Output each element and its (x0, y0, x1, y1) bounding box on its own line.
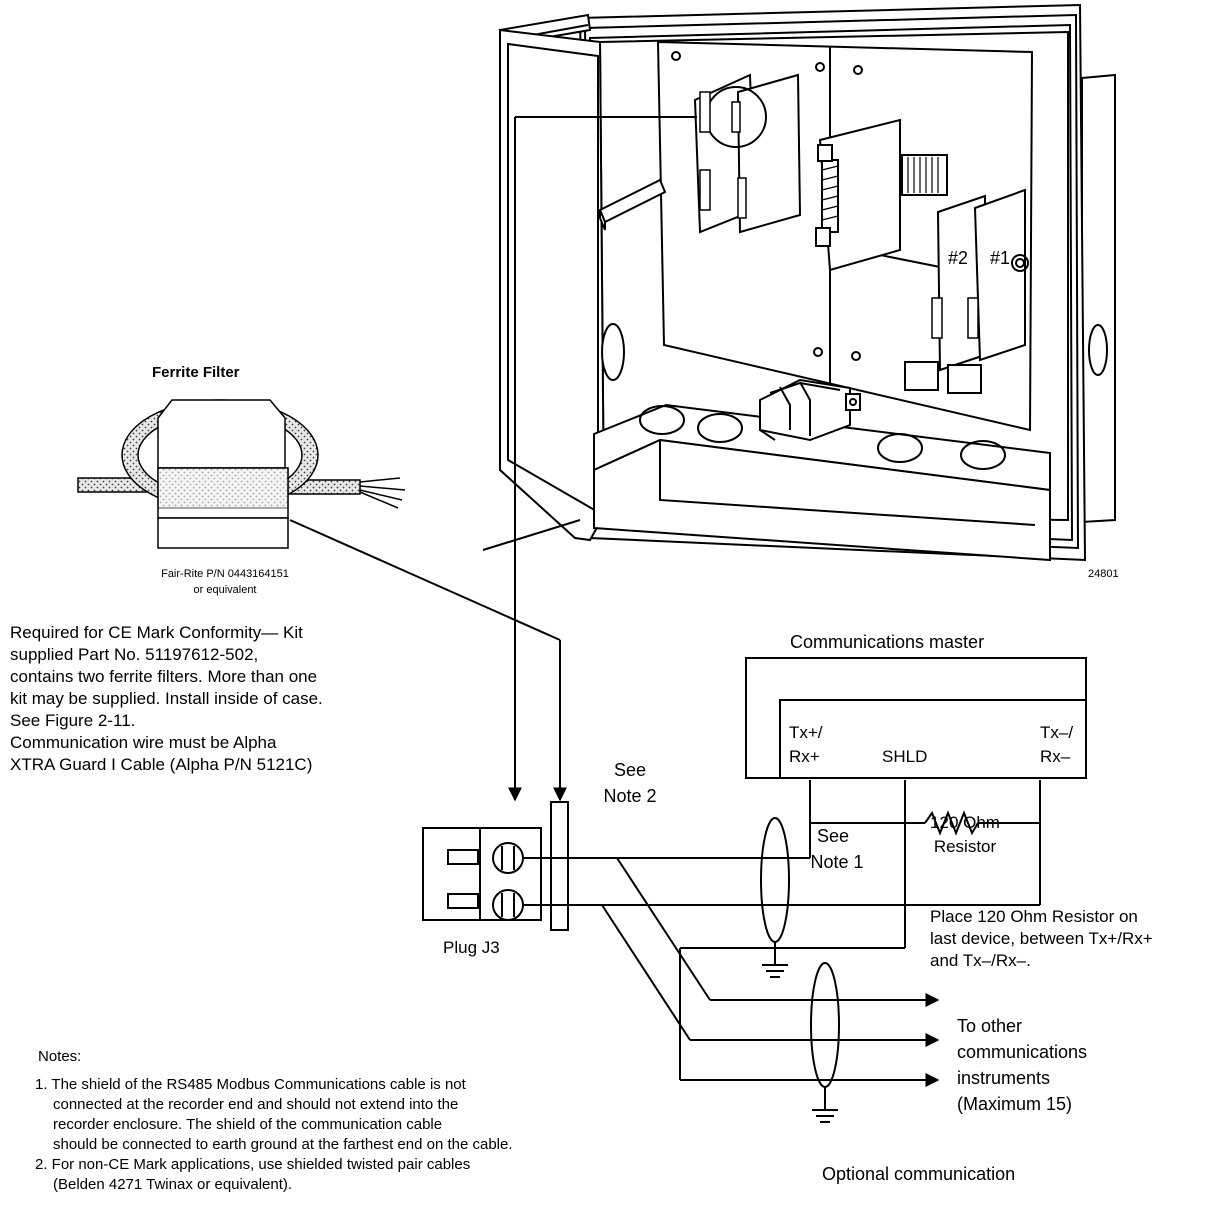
ce-note-line: Communication wire must be Alpha (10, 733, 277, 752)
communications-master-box (745, 657, 1087, 779)
ce-note: Required for CE Mark Conformity— Kit sup… (10, 622, 323, 776)
note-line: should be connected to earth ground at t… (53, 1136, 513, 1153)
master-txrx-minus-1: Tx–/ (1040, 723, 1074, 742)
to-other-line3: instruments (957, 1068, 1051, 1088)
notes-heading: Notes: (38, 1048, 82, 1065)
resistor-label-2: Resistor (933, 837, 997, 856)
place-resistor-line: Place 120 Ohm Resistor on (930, 907, 1138, 926)
cable-lines (289, 116, 697, 802)
ce-note-line: contains two ferrite filters. More than … (10, 667, 318, 686)
see-note2-line2: Note 2 (603, 786, 657, 806)
ferrite-title: Ferrite Filter (152, 364, 240, 381)
see-note1-line2: Note 1 (810, 852, 864, 872)
recorder-enclosure (498, 3, 1116, 562)
see-note2-line1: See (613, 760, 647, 780)
ce-note-line: supplied Part No. 51197612-502, (10, 645, 259, 664)
master-txrx-plus-1: Tx+/ (789, 723, 823, 742)
plug-j3 (422, 801, 569, 931)
master-shld: SHLD (882, 747, 928, 766)
plug-label: Plug J3 (443, 938, 500, 957)
ce-note-line: XTRA Guard I Cable (Alpha P/N 5121C) (10, 755, 313, 774)
master-txrx-plus-2: Rx+ (789, 747, 820, 766)
resistor-label-1: 120 Ohm (930, 813, 1000, 832)
master-title: Communications master (790, 632, 985, 652)
master-txrx-minus-2: Rx– (1040, 747, 1071, 766)
note-line: recorder enclosure. The shield of the co… (53, 1116, 443, 1133)
note-line: 1. The shield of the RS485 Modbus Commun… (35, 1076, 466, 1093)
ce-note-line: kit may be supplied. Install inside of c… (10, 689, 323, 708)
note-line: 2. For non-CE Mark applications, use shi… (35, 1156, 471, 1173)
place-resistor-note: Place 120 Ohm Resistor on last device, b… (930, 906, 1153, 972)
figure-id: 24801 (1088, 568, 1119, 580)
ferrite-part-line2: or equivalent (193, 584, 257, 596)
optional-communication: Optional communication (822, 1164, 1016, 1184)
comm-wiring (523, 780, 1041, 1123)
note-line: connected at the recorder end and should… (53, 1096, 459, 1113)
to-other-line4: (Maximum 15) (957, 1094, 1073, 1114)
to-other-line2: communications (957, 1042, 1088, 1062)
ferrite-filter-drawing (77, 399, 406, 549)
place-resistor-line: last device, between Tx+/Rx+ (930, 929, 1153, 948)
ce-note-line: See Figure 2-11. (10, 711, 136, 730)
slot1-label: #1 (990, 248, 1011, 268)
ce-note-line: Required for CE Mark Conformity— Kit (10, 623, 303, 642)
ferrite-part-line1: Fair-Rite P/N 0443164151 (161, 568, 289, 580)
place-resistor-line: and Tx–/Rx–. (930, 951, 1031, 970)
see-note1-line1: See (816, 826, 850, 846)
note-line: (Belden 4271 Twinax or equivalent). (53, 1176, 293, 1193)
slot2-label: #2 (948, 248, 969, 268)
to-other-line1: To other (957, 1016, 1023, 1036)
